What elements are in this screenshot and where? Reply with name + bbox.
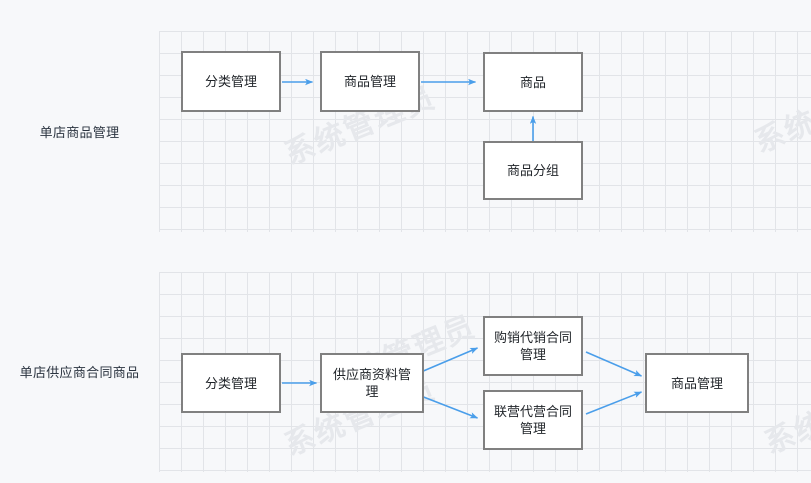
section-label-single-store-product: 单店商品管理 [39,125,120,140]
node-product[interactable]: 商品 [483,52,583,112]
node-product-management[interactable]: 商品管理 [320,51,420,112]
node-category-management[interactable]: 分类管理 [181,353,281,413]
arrow-purchase-contract-to-product-mgmt [585,351,643,377]
arrow-joint-contract-to-product-mgmt [585,391,643,415]
node-joint-operation-contract-management[interactable]: 联营代营合同管理 [483,390,583,450]
node-product-group[interactable]: 商品分组 [483,141,583,200]
diagram-canvas-top: 系统管理员 系统管理员 系统管理员 分类管理 商品管理 商品 商品分组 [159,31,811,232]
node-category-management[interactable]: 分类管理 [181,51,281,112]
watermark-text: 系统管理员 [749,68,811,160]
node-product-management[interactable]: 商品管理 [645,353,749,413]
watermark-text: 系统管理员 [759,369,811,461]
node-purchase-consignment-contract-management[interactable]: 购销代销合同管理 [483,316,583,376]
section-supplier-contract-product: 系统管理员 系统管理员 系统管理员 分类管理 供应商资料管理 购销代销合同管理 … [0,272,811,472]
arrow-supplier-info-to-joint-contract [420,395,479,419]
node-supplier-information-management[interactable]: 供应商资料管理 [320,353,424,413]
diagram-canvas-bottom: 系统管理员 系统管理员 系统管理员 分类管理 供应商资料管理 购销代销合同管理 … [159,272,811,472]
arrow-supplier-info-to-purchase-contract [420,347,479,373]
section-single-store-product: 系统管理员 系统管理员 系统管理员 分类管理 商品管理 商品 商品分组 [0,31,811,232]
section-label-supplier-contract-product: 单店供应商合同商品 [19,365,140,380]
